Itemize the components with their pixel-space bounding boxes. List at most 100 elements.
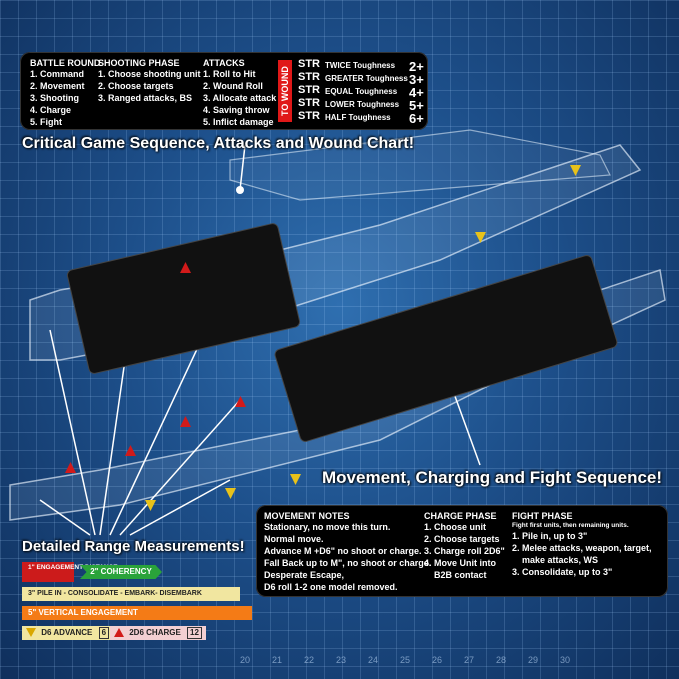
fight-phase-item: 1. Pile in, up to 3" [512,531,588,541]
legend-d6-advance-label: D6 ADVANCE [41,628,93,637]
bottom-reference-panel: MOVEMENT NOTES Stationary, no move this … [256,505,668,597]
str-label: STR [298,110,320,122]
fight-phase-section: FIGHT PHASE Fight first units, then rema… [512,511,652,578]
str-label: STR [298,97,320,109]
wound-row-label: GREATER Toughness [325,74,408,83]
fight-phase-title: FIGHT PHASE [512,511,573,521]
battle-round-item: 2. Movement [30,81,85,91]
movement-notes-item: D6 roll 1-2 one model removed. [264,582,398,592]
top-reference-panel: BATTLE ROUND 1. Command 2. Movement 3. S… [20,52,428,130]
legend-coherency-bar: 2" COHERENCY [80,565,162,579]
legend-d6-advance: D6 ADVANCE 6 [22,626,114,640]
str-label: STR [298,71,320,83]
to-wound-label: TO WOUND [278,60,292,122]
red-marker [125,445,136,456]
charge-phase-title: CHARGE PHASE [424,511,497,521]
legend-charge: 2D6 CHARGE 12 [110,626,206,640]
charge-phase-item: 4. Move Unit into [424,558,496,568]
battle-round-title: BATTLE ROUND [30,58,101,68]
battle-round-item: 5. Fight [30,117,62,127]
attacks-item: 5. Inflict damage [203,117,274,127]
yellow-marker [225,488,236,499]
callout-range: Detailed Range Measurements! [22,538,245,555]
wound-row-label: EQUAL Toughness [325,87,398,96]
charge-phase-item: 1. Choose unit [424,522,487,532]
wound-row-value: 4+ [409,85,424,100]
wound-row-value: 6+ [409,111,424,126]
wound-row: HALF Toughness 6+ [325,111,425,126]
red-marker [235,396,246,407]
str-label: STR [298,84,320,96]
wound-row-label: HALF Toughness [325,113,391,122]
charge-phase-section: CHARGE PHASE 1. Choose unit 2. Choose ta… [424,511,505,581]
fight-phase-item: make attacks, WS [522,555,599,565]
attacks-item: 4. Saving throw [203,105,270,115]
scale-number: 24 [368,655,379,665]
movement-notes-item: Fall Back up to M", no shoot or charge. [264,558,432,568]
shooting-phase-title: SHOOTING PHASE [98,58,180,68]
scale-number: 29 [528,655,539,665]
charge-phase-item: B2B contact [434,570,487,580]
yellow-marker [145,500,156,511]
wound-row: LOWER Toughness 5+ [325,98,425,113]
red-marker [180,416,191,427]
wound-row: EQUAL Toughness 4+ [325,85,425,100]
red-triangle-icon [114,628,124,638]
ruler-lower [9,269,666,521]
scale-number: 26 [432,655,443,665]
attacks-title: ATTACKS [203,58,245,68]
mat-scale: 20 21 22 23 24 25 26 27 28 29 30 [0,655,679,673]
legend-d6-advance-value: 6 [98,627,110,639]
shooting-phase-item: 1. Choose shooting unit [98,69,201,79]
legend-pile-in-bar: 3" PILE IN - CONSOLIDATE - EMBARK- DISEM… [22,587,240,601]
shooting-phase-section: SHOOTING PHASE 1. Choose shooting unit 2… [98,58,201,104]
scale-number: 23 [336,655,347,665]
battle-round-item: 1. Command [30,69,85,79]
scale-number: 27 [464,655,475,665]
scale-number: 20 [240,655,251,665]
movement-notes-item: Desperate Escape, [264,570,345,580]
wound-row: TWICE Toughness 2+ [325,59,425,74]
callout-movement: Movement, Charging and Fight Sequence! [322,468,663,487]
scale-number: 21 [272,655,283,665]
attacks-section: ATTACKS 1. Roll to Hit 2. Wound Roll 3. … [203,58,276,128]
movement-notes-item: Stationary, no move this turn. [264,522,391,532]
wound-row-label: TWICE Toughness [325,61,396,70]
battle-round-section: BATTLE ROUND 1. Command 2. Movement 3. S… [30,58,100,128]
movement-notes-item: Advance M +D6" no shoot or charge. [264,546,422,556]
scale-number: 30 [560,655,571,665]
callout-critical: Critical Game Sequence, Attacks and Woun… [22,135,415,152]
wound-row-value: 2+ [409,59,424,74]
battle-round-item: 3. Shooting [30,93,79,103]
legend-charge-value: 12 [187,627,202,639]
yellow-triangle-icon [26,628,36,638]
ruler-top-arm [229,129,611,201]
battle-round-item: 4. Charge [30,105,72,115]
scale-number: 22 [304,655,315,665]
charge-phase-item: 2. Choose targets [424,534,500,544]
yellow-marker [475,232,486,243]
attacks-item: 3. Allocate attack [203,93,277,103]
shooting-phase-item: 3. Ranged attacks, BS [98,93,193,103]
legend-vertical-bar: 5" VERTICAL ENGAGEMENT [22,606,252,620]
fight-phase-item: 2. Melee attacks, weapon, target, [512,543,652,553]
yellow-marker [570,165,581,176]
yellow-marker [290,474,301,485]
wound-row-value: 3+ [409,72,424,87]
scale-number: 25 [400,655,411,665]
str-column: STR STR STR STR STR [298,58,320,123]
legend-charge-label: 2D6 CHARGE [129,628,181,637]
fight-phase-subtitle: Fight first units, then remaining units. [512,522,629,529]
movement-notes-title: MOVEMENT NOTES [264,511,350,521]
attacks-item: 2. Wound Roll [203,81,263,91]
shooting-phase-item: 2. Choose targets [98,81,174,91]
movement-notes-section: MOVEMENT NOTES Stationary, no move this … [264,511,431,593]
charge-phase-item: 3. Charge roll 2D6" [424,546,505,556]
str-label: STR [298,58,320,70]
red-marker [65,462,76,473]
legend-engagement-bar: 1" ENGAGEMENT DISTANCE [22,562,118,582]
wound-row-value: 5+ [409,98,424,113]
wound-row-label: LOWER Toughness [325,100,400,109]
movement-notes-item: Normal move. [264,534,324,544]
wound-row: GREATER Toughness 3+ [325,72,425,87]
